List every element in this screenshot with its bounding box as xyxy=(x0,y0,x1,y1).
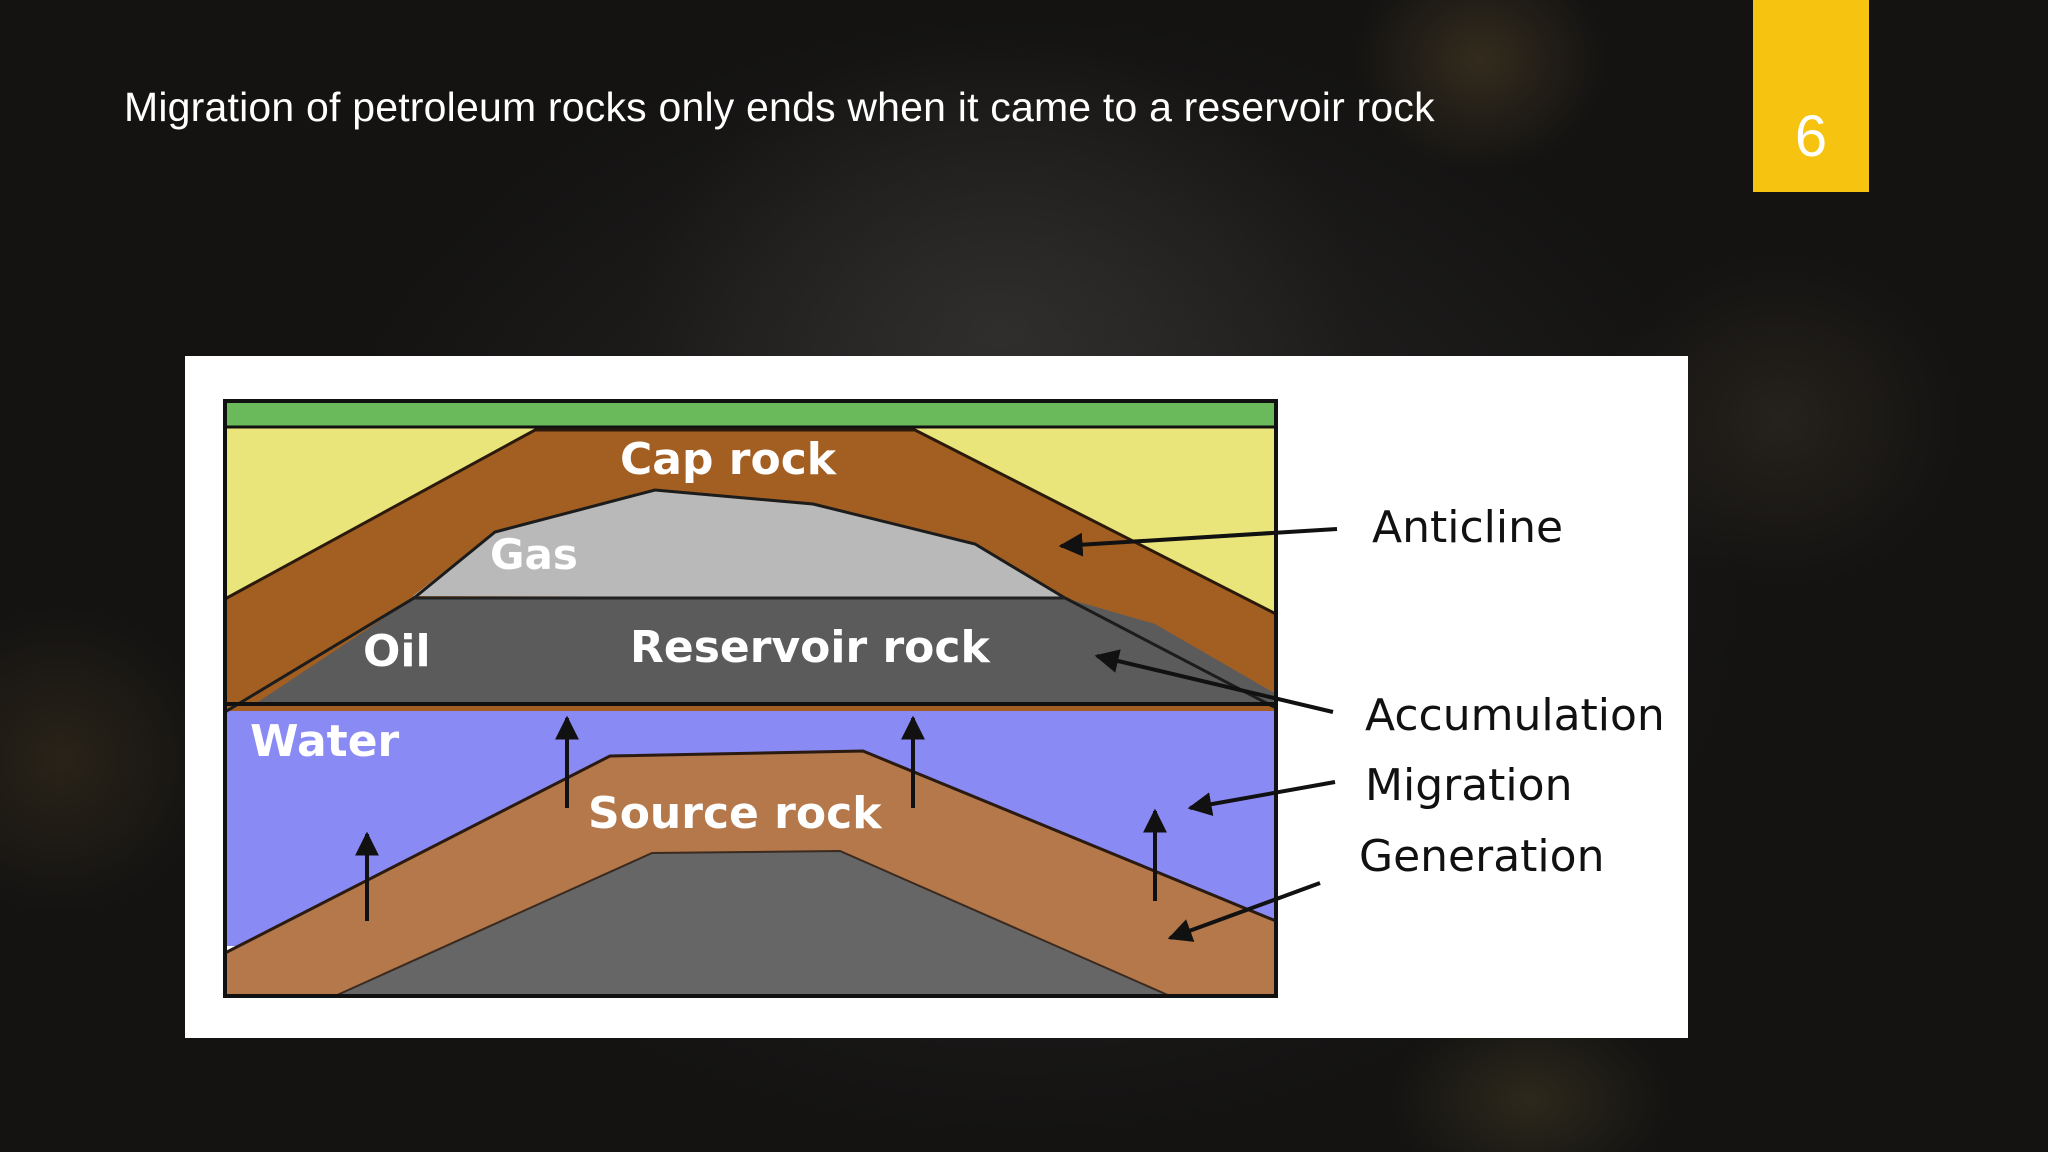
migration-callout-label: Migration xyxy=(1365,760,1572,811)
basement-boundary xyxy=(334,849,1171,997)
anticline-callout-arrow xyxy=(1058,527,1338,557)
reservoir-oil-layer xyxy=(255,598,1276,704)
page-number-badge: 6 xyxy=(1753,0,1869,192)
anticline-trap-diagram: Cap rock Gas Oil Reservoir rock Water So… xyxy=(185,356,1688,1038)
generation-callout-label: Generation xyxy=(1359,831,1604,882)
water-label: Water xyxy=(250,716,400,767)
migration-callout-arrow xyxy=(1187,780,1336,816)
accumulation-callout-label: Accumulation xyxy=(1365,690,1665,741)
reservoir-rock-label: Reservoir rock xyxy=(630,622,991,673)
source-rock-upper-boundary xyxy=(224,749,1277,955)
accumulation-callout-arrow xyxy=(1094,649,1334,714)
basement-layer xyxy=(335,851,1170,996)
source-rock-label: Source rock xyxy=(588,788,883,839)
anticline-callout-label: Anticline xyxy=(1372,502,1563,553)
cap-rock-label: Cap rock xyxy=(620,434,838,485)
page-number: 6 xyxy=(1794,104,1828,169)
cap-rock-upper-boundary xyxy=(224,428,1277,616)
gas-label: Gas xyxy=(490,530,578,579)
slide-title: Migration of petroleum rocks only ends w… xyxy=(124,84,1435,130)
gas-layer xyxy=(413,490,1065,598)
surface-layer xyxy=(223,399,1278,429)
oil-label: Oil xyxy=(363,626,431,677)
diagram-svg: Cap rock Gas Oil Reservoir rock Water So… xyxy=(223,399,1665,998)
cap-rock-lower-boundary xyxy=(224,488,1277,714)
generation-callout-arrow xyxy=(1167,881,1321,942)
